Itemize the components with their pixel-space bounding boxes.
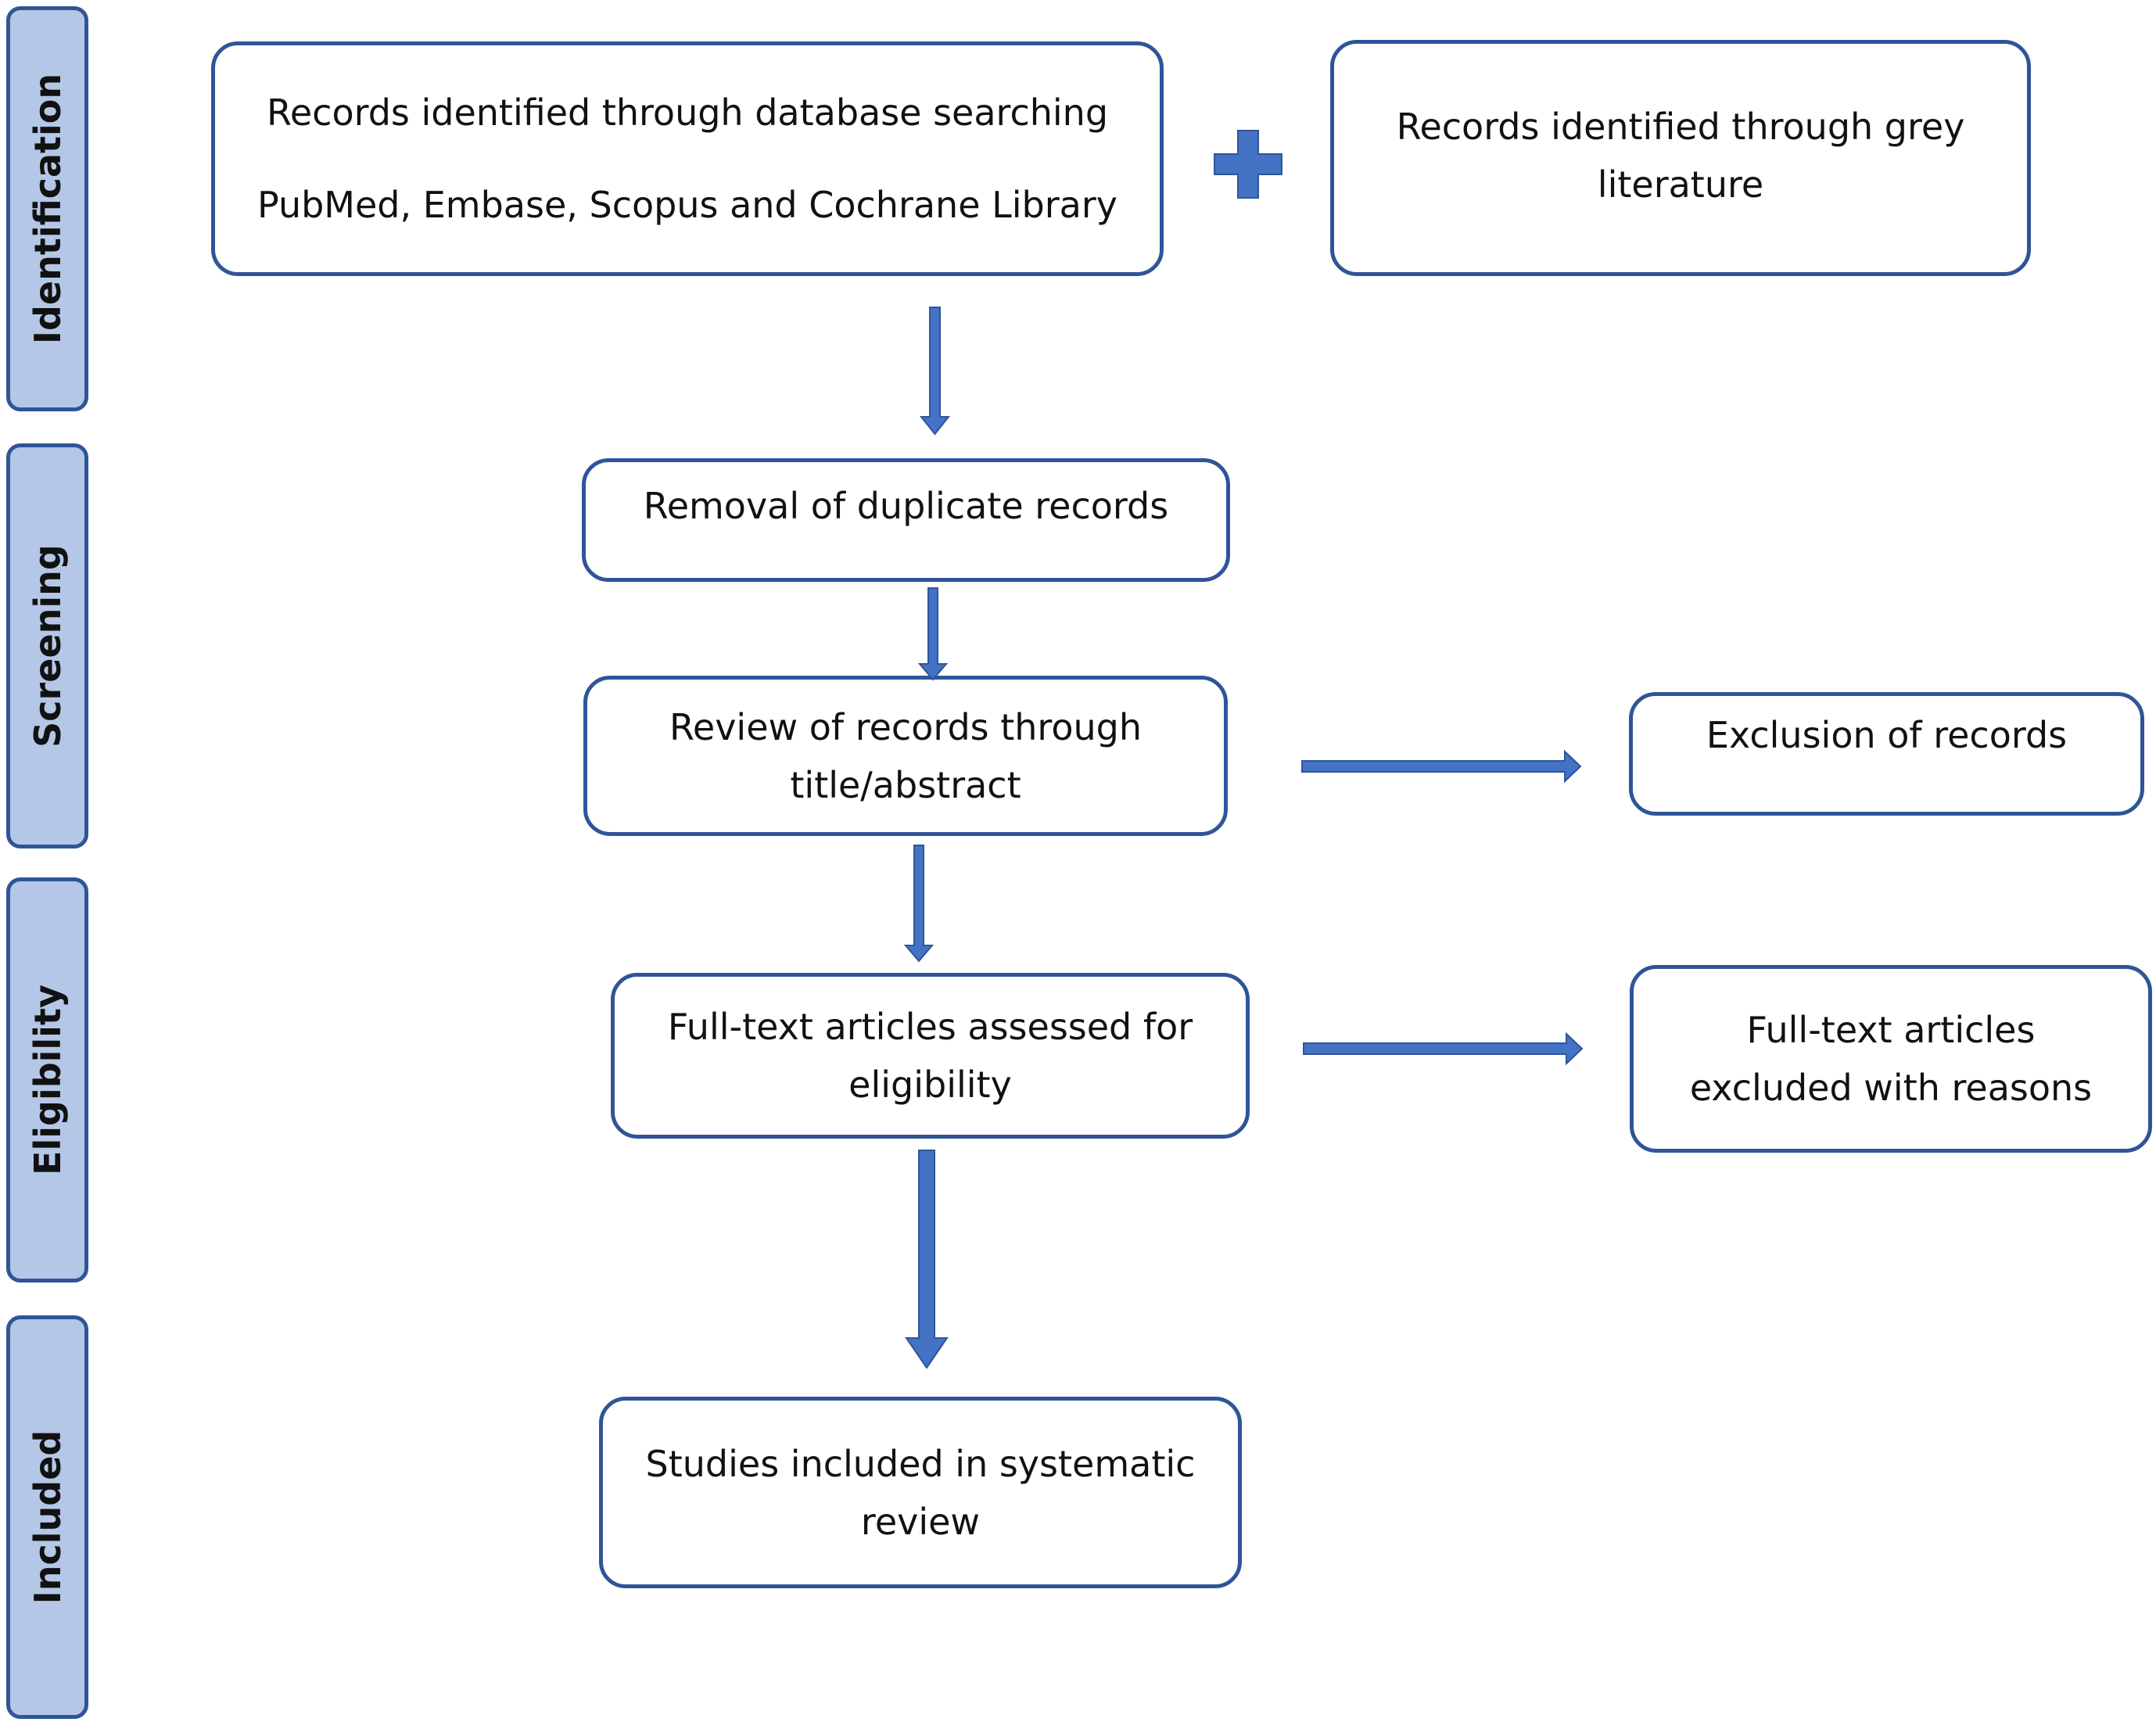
plus-icon xyxy=(1214,130,1282,199)
box-title-abstract-line2: title/abstract xyxy=(790,763,1021,806)
stage-identification: Identification xyxy=(6,6,88,411)
box-included-studies-line2: review xyxy=(860,1500,981,1543)
box-database-search-line1: Records identified through database sear… xyxy=(266,91,1109,134)
box-exclusion-line1: Exclusion of records xyxy=(1706,714,2068,756)
box-full-text-excluded: Full-text articles excluded with reasons xyxy=(1630,965,2152,1153)
box-full-text-excluded-line1: Full-text articles xyxy=(1746,1009,2036,1051)
box-grey-literature: Records identified through grey literatu… xyxy=(1330,40,2031,276)
box-title-abstract-line1: Review of records through xyxy=(669,705,1142,748)
box-grey-literature-line1: Records identified through grey xyxy=(1396,106,1965,148)
box-full-text-line2: eligibility xyxy=(848,1064,1012,1106)
arrow-down-fulltext-to-included xyxy=(905,1150,949,1369)
arrow-down-duplicates-to-review xyxy=(917,587,949,681)
box-duplicates: Removal of duplicate records xyxy=(582,458,1230,582)
arrow-right-review-to-exclusion xyxy=(1301,749,1582,784)
arrow-down-identification-to-duplicates xyxy=(919,307,951,436)
box-full-text: Full-text articles assessed for eligibil… xyxy=(611,973,1250,1139)
box-grey-literature-line2: literature xyxy=(1597,163,1764,206)
arrow-down-review-to-fulltext xyxy=(903,845,935,963)
box-database-search-line2: PubMed, Embase, Scopus and Cochrane Libr… xyxy=(257,184,1117,226)
arrow-right-fulltext-to-excluded xyxy=(1303,1031,1584,1066)
box-title-abstract: Review of records through title/abstract xyxy=(583,676,1228,836)
box-included-studies-line1: Studies included in systematic xyxy=(645,1442,1196,1485)
box-duplicates-line1: Removal of duplicate records xyxy=(643,485,1169,527)
box-included-studies: Studies included in systematic review xyxy=(599,1397,1242,1588)
stage-eligibility: Eligibility xyxy=(6,877,88,1283)
box-full-text-excluded-line2: excluded with reasons xyxy=(1689,1067,2093,1109)
box-full-text-line1: Full-text articles assessed for xyxy=(667,1006,1193,1048)
box-database-search: Records identified through database sear… xyxy=(211,41,1164,276)
stage-included: Included xyxy=(6,1315,88,1719)
box-exclusion: Exclusion of records xyxy=(1629,692,2144,816)
stage-screening: Screening xyxy=(6,443,88,848)
